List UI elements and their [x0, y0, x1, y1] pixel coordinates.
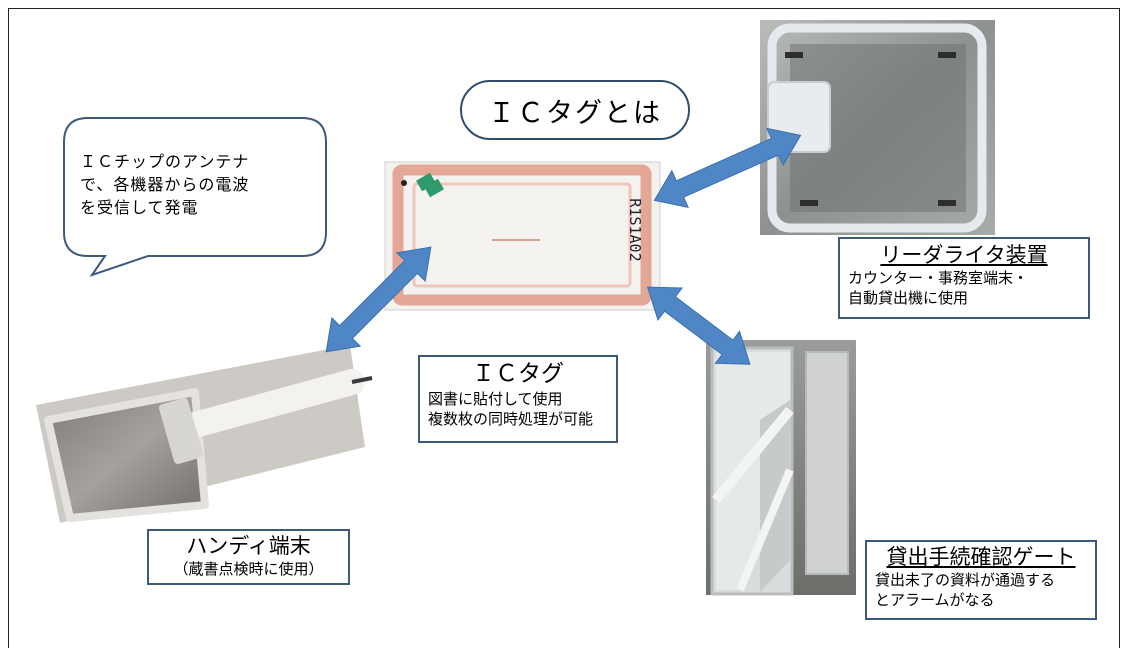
handy-title: ハンディ端末 — [186, 534, 311, 558]
page-frame — [8, 8, 1120, 648]
reader-writer-photo — [760, 20, 995, 235]
reader-desc-1: カウンター・事務室端末・ — [848, 269, 1029, 288]
gate-photo — [706, 340, 856, 596]
ic-tag-label-box: ＩＣタグ 図書に貼付して使用 複数枚の同時処理が可能 — [418, 355, 618, 443]
arrow-tag-handy — [325, 246, 432, 353]
gate-title: 貸出手続確認ゲート — [886, 545, 1076, 569]
handy-label-box: ハンディ端末 （蔵書点検時に使用） — [147, 529, 350, 585]
speech-bubble-shape — [63, 117, 327, 277]
arrow-tag-gate — [646, 286, 751, 365]
reader-label-box: リーダライタ装置 カウンター・事務室端末・ 自動貸出機に使用 — [838, 237, 1090, 319]
reader-desc-2: 自動貸出機に使用 — [848, 289, 969, 308]
tag-print-text: R1S1A02 — [626, 198, 644, 261]
gate-desc-2: とアラームがなる — [875, 591, 995, 610]
page-title: ＩＣタグとは — [460, 80, 690, 140]
gate-label-box: 貸出手続確認ゲート 貸出未了の資料が通過する とアラームがなる — [865, 540, 1097, 620]
gate-desc-1: 貸出未了の資料が通過する — [875, 571, 1056, 590]
illustration-layer: R1S1A02 — [36, 20, 995, 596]
speech-bubble-text: ＩＣチップのアンテナ で、各機器からの電波 を受信して発電 — [80, 152, 250, 218]
handy-desc: （蔵書点検時に使用） — [173, 560, 324, 579]
handy-terminal-photo — [36, 345, 373, 523]
arrow-tag-reader — [653, 127, 802, 208]
ic-tag-title: ＩＣタグ — [472, 361, 564, 387]
ic-tag-desc-2: 複数枚の同時処理が可能 — [428, 409, 594, 428]
ic-tag-desc-1: 図書に貼付して使用 — [428, 389, 563, 408]
reader-title: リーダライタ装置 — [880, 243, 1048, 267]
ic-tag-photo — [384, 161, 661, 311]
